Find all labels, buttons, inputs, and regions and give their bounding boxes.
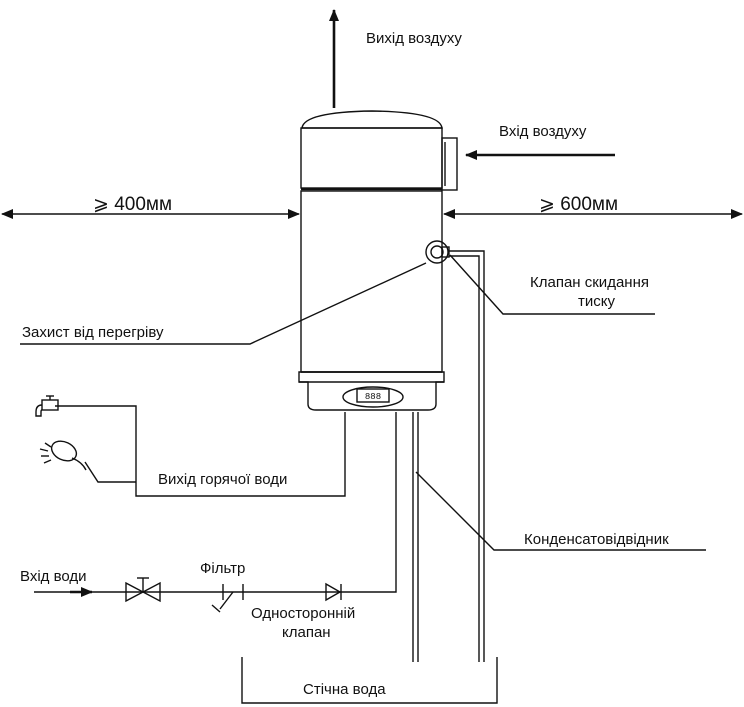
- display-screen: [356, 388, 390, 403]
- check-valve-label-1: Односторонній: [251, 605, 355, 622]
- top-cap: [301, 110, 443, 129]
- tank-body: [300, 190, 443, 373]
- condensate-label: Конденсатовідвідник: [524, 531, 669, 548]
- air-in-label: Вхід воздуху: [499, 123, 587, 140]
- water-heater-unit: 888: [298, 110, 458, 411]
- hot-water-label: Вихід горячої води: [158, 471, 287, 488]
- check-valve-icon: [325, 582, 342, 602]
- shutoff-valve-icon: [125, 577, 161, 603]
- left-clearance-label: ⩾ 400мм: [93, 194, 172, 215]
- relief-valve-fitting: [425, 240, 450, 264]
- air-inlet-grill: [441, 137, 458, 191]
- display-digits: 888: [365, 392, 381, 402]
- check-valve-label-2: клапан: [282, 624, 331, 641]
- faucet-icon: [35, 395, 59, 417]
- drain-bracket: [241, 657, 498, 704]
- relief-valve-leader: [449, 254, 655, 315]
- filter-label: Фільтр: [200, 560, 245, 577]
- relief-valve-drain-pipe: [449, 250, 485, 662]
- water-in-label: Вхід води: [20, 568, 87, 585]
- right-clearance-label: ⩾ 600мм: [539, 194, 618, 215]
- relief-valve-label-1: Клапан скидання: [530, 274, 649, 291]
- air-out-label: Вихід воздуху: [366, 30, 462, 47]
- control-panel: [342, 386, 404, 408]
- water-inlet-pipe: [34, 412, 397, 593]
- overheat-label: Захист від перегріву: [22, 324, 164, 341]
- drain-label: Стічна вода: [303, 681, 386, 698]
- bottom-housing: [298, 371, 445, 411]
- relief-valve-label-2: тиску: [578, 293, 615, 310]
- condensate-leader: [415, 471, 706, 551]
- fan-section: [300, 127, 443, 189]
- shower-head-icon: [39, 440, 87, 471]
- hot-water-pipe: [55, 405, 346, 497]
- filter-icon: [211, 584, 244, 613]
- overheat-leader: [20, 262, 427, 345]
